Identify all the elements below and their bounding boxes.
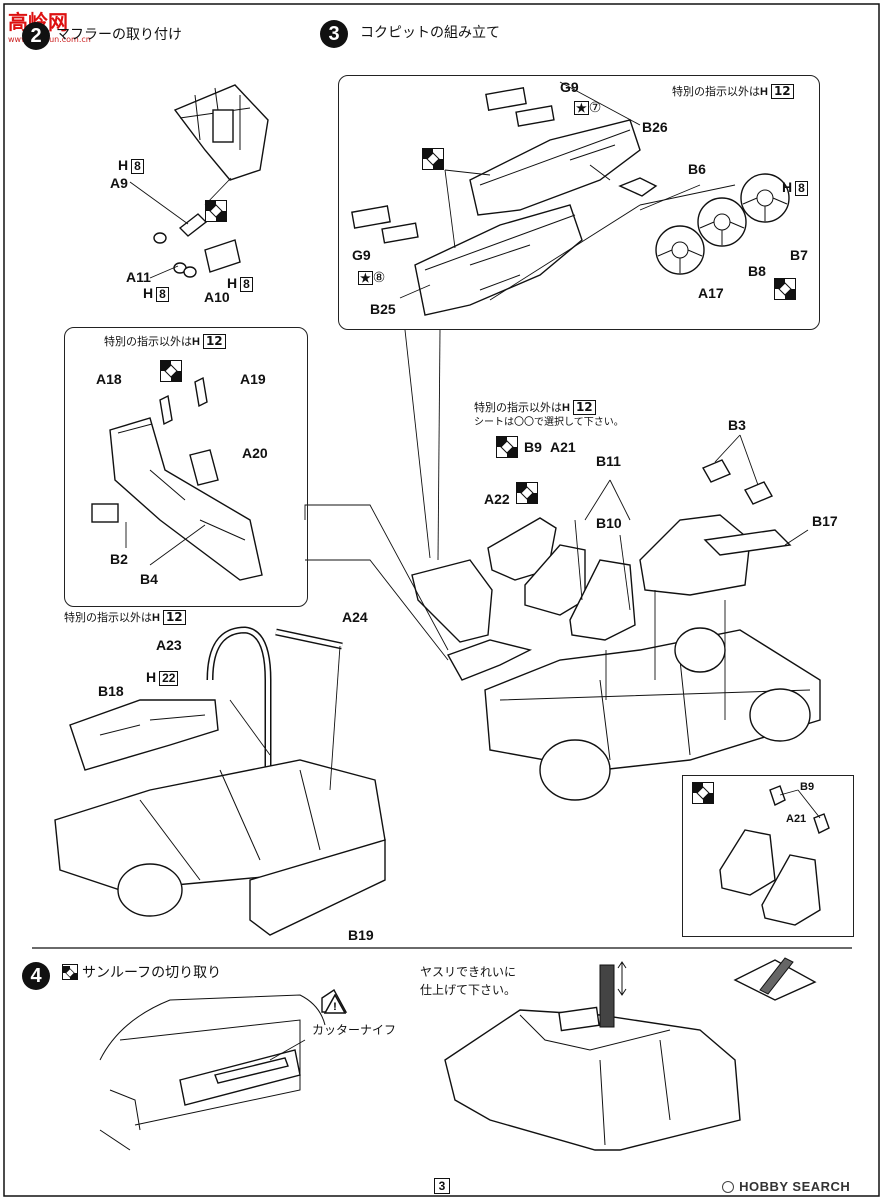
muffler-parts-drawing bbox=[129, 177, 241, 279]
label-a10: A10 bbox=[204, 289, 230, 305]
inset-label-a21: A21 bbox=[786, 813, 807, 825]
step-3-title: コクピットの組み立て bbox=[360, 25, 500, 41]
label-b2: B2 bbox=[110, 551, 128, 567]
label-a21: A21 bbox=[550, 439, 576, 455]
label-star7: ★⑦ bbox=[574, 99, 602, 115]
paint-indicator-icon bbox=[774, 278, 796, 300]
console-panel bbox=[64, 327, 308, 607]
step-2-number: 2 bbox=[22, 22, 50, 50]
label-star8: ★⑧ bbox=[358, 269, 386, 285]
paint-indicator-icon bbox=[692, 782, 714, 804]
paint-indicator-icon bbox=[160, 360, 182, 382]
label-g9-bottom: G9 bbox=[352, 247, 371, 263]
label-a17: A17 bbox=[698, 285, 724, 301]
label-b25: B25 bbox=[370, 301, 396, 317]
label-a23: A23 bbox=[156, 637, 182, 653]
center-console-drawing bbox=[91, 376, 263, 581]
label-a11: A11 bbox=[126, 269, 151, 285]
rollbar-interior-drawing bbox=[54, 626, 386, 936]
label-b19: B19 bbox=[348, 927, 374, 943]
label-b11: B11 bbox=[596, 453, 621, 469]
paint-indicator-icon bbox=[62, 964, 78, 980]
sunroof-cut-drawing bbox=[99, 988, 348, 1151]
label-b6: B6 bbox=[688, 161, 706, 177]
label-a19: A19 bbox=[240, 371, 266, 387]
label-b17: B17 bbox=[812, 513, 838, 529]
paint-indicator-icon bbox=[205, 200, 227, 222]
dashboard-panel bbox=[338, 75, 820, 330]
file-note-line-2: 仕上げて下さい。 bbox=[420, 983, 517, 997]
seats-floor-drawing bbox=[411, 434, 821, 801]
paint-indicator-icon bbox=[516, 482, 538, 504]
step-4-number: 4 bbox=[22, 962, 50, 990]
dashboard-drawings bbox=[351, 81, 736, 316]
cutter-knife-label: カッターナイフ bbox=[312, 1023, 397, 1037]
label-a20: A20 bbox=[242, 445, 268, 461]
muffler-chassis-drawing bbox=[173, 84, 269, 181]
label-a18: A18 bbox=[96, 371, 122, 387]
hobby-search-watermark: HOBBY SEARCH bbox=[722, 1176, 850, 1195]
step-3-number: 3 bbox=[320, 20, 348, 48]
label-b26: B26 bbox=[642, 119, 668, 135]
paint-indicator-icon bbox=[496, 436, 518, 458]
label-a9: A9 bbox=[110, 175, 128, 191]
label-a22: A22 bbox=[484, 491, 510, 507]
inset-seats-drawing bbox=[719, 785, 830, 926]
label-g9-top: G9 bbox=[560, 79, 579, 95]
svg-text:!: ! bbox=[333, 1001, 337, 1013]
label-b3: B3 bbox=[728, 417, 746, 433]
file-note-line-1: ヤスリできれいに bbox=[420, 965, 517, 979]
page-number: 3 bbox=[434, 1178, 450, 1194]
seat-inset-panel bbox=[682, 775, 854, 937]
watermark-icon bbox=[722, 1180, 734, 1193]
label-b4: B4 bbox=[140, 571, 158, 587]
label-b8: B8 bbox=[748, 263, 766, 279]
step-2-title: マフラーの取り付け bbox=[56, 27, 182, 43]
inset-label-b9: B9 bbox=[800, 781, 815, 793]
steering-wheel-drawings bbox=[618, 173, 790, 275]
car-body-drawing bbox=[444, 957, 817, 1151]
seats-note-2: シートは〇〇で選択して下さい。 bbox=[474, 417, 624, 428]
label-b9: B9 bbox=[524, 439, 542, 455]
step-4-title: サンルーフの切り取り bbox=[82, 965, 222, 981]
label-a24: A24 bbox=[342, 609, 368, 625]
label-b10: B10 bbox=[596, 515, 622, 531]
paint-indicator-icon bbox=[422, 148, 444, 170]
label-b18: B18 bbox=[98, 683, 124, 699]
label-b7: B7 bbox=[790, 247, 808, 263]
